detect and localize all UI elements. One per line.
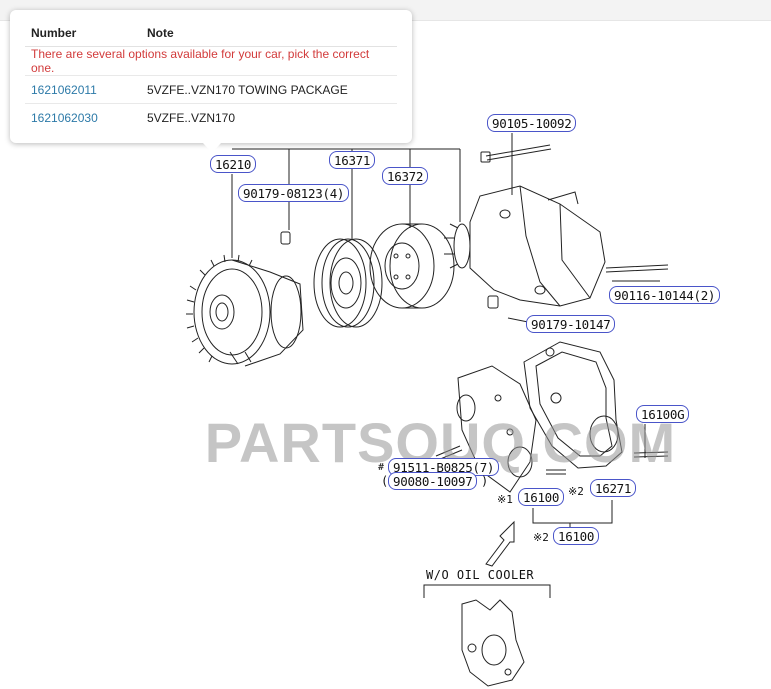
gasket-drawing — [523, 341, 623, 469]
callout-16100-a[interactable]: 16100 — [518, 488, 565, 506]
callout-90116-10144[interactable]: 90116-10144(2) — [609, 286, 721, 304]
warning-message: There are several options available for … — [25, 46, 397, 76]
warning-row: There are several options available for … — [25, 46, 397, 76]
bottom-pump-drawing — [461, 599, 525, 687]
callout-90179-08123[interactable]: 90179-08123(4) — [238, 184, 350, 202]
part-number-link[interactable]: 1621062011 — [25, 75, 141, 104]
part-note: 5VZFE..VZN170 — [147, 110, 236, 125]
callout-16210[interactable]: 16210 — [210, 155, 257, 173]
options-popup: Number Note There are several options av… — [10, 10, 412, 153]
nut-90179-10147-drawing — [487, 295, 499, 309]
table-row: 1621062030 5VZFE..VZN170 — [25, 104, 397, 132]
callout-90105-10092[interactable]: 90105-10092 — [487, 114, 577, 132]
popup-pointer — [203, 143, 221, 153]
callout-90179-10147[interactable]: 90179-10147 — [526, 315, 616, 333]
lower-pump-drawing — [435, 365, 566, 493]
callout-16271[interactable]: 16271 — [590, 479, 637, 497]
oil-cooler-arrow — [423, 520, 551, 598]
note-2-mark-b: ※2 — [533, 531, 549, 544]
hash-mark: # — [378, 462, 385, 473]
close-paren-mark: ) — [481, 474, 489, 488]
pulley-16372-drawing — [369, 223, 455, 309]
column-header-number: Number — [25, 20, 141, 47]
callout-16372[interactable]: 16372 — [382, 167, 429, 185]
table-row: 1621062011 5VZFE..VZN170 TOWING PACKAGE — [25, 75, 397, 104]
callout-91511-b0825[interactable]: 91511-B0825(7) — [388, 458, 500, 476]
nut-drawing — [280, 231, 291, 245]
fan-clutch-drawing — [186, 254, 304, 367]
stud-90116-drawing — [605, 264, 669, 273]
open-paren-mark: ( — [381, 474, 389, 488]
callout-16371[interactable]: 16371 — [329, 151, 376, 169]
callout-90080-10097[interactable]: 90080-10097 — [388, 472, 478, 490]
part-number-link[interactable]: 1621062030 — [31, 110, 98, 125]
pulley-16371-drawing — [313, 238, 383, 328]
stud-16100g-drawing — [633, 451, 669, 458]
water-pump-drawing — [444, 185, 606, 307]
callout-16100-b[interactable]: 16100 — [553, 527, 600, 545]
column-header-note: Note — [141, 20, 397, 47]
options-table: Number Note There are several options av… — [25, 20, 397, 131]
wo-oil-cooler-label: W/O OIL COOLER — [426, 568, 535, 582]
note-1-mark: ※1 — [497, 493, 513, 506]
part-note: 5VZFE..VZN170 TOWING PACKAGE — [141, 75, 397, 104]
table-header-row: Number Note — [25, 20, 397, 47]
note-2-mark-a: ※2 — [568, 485, 584, 498]
callout-16100g[interactable]: 16100G — [636, 405, 690, 423]
bolt-90105-drawing — [480, 144, 552, 163]
